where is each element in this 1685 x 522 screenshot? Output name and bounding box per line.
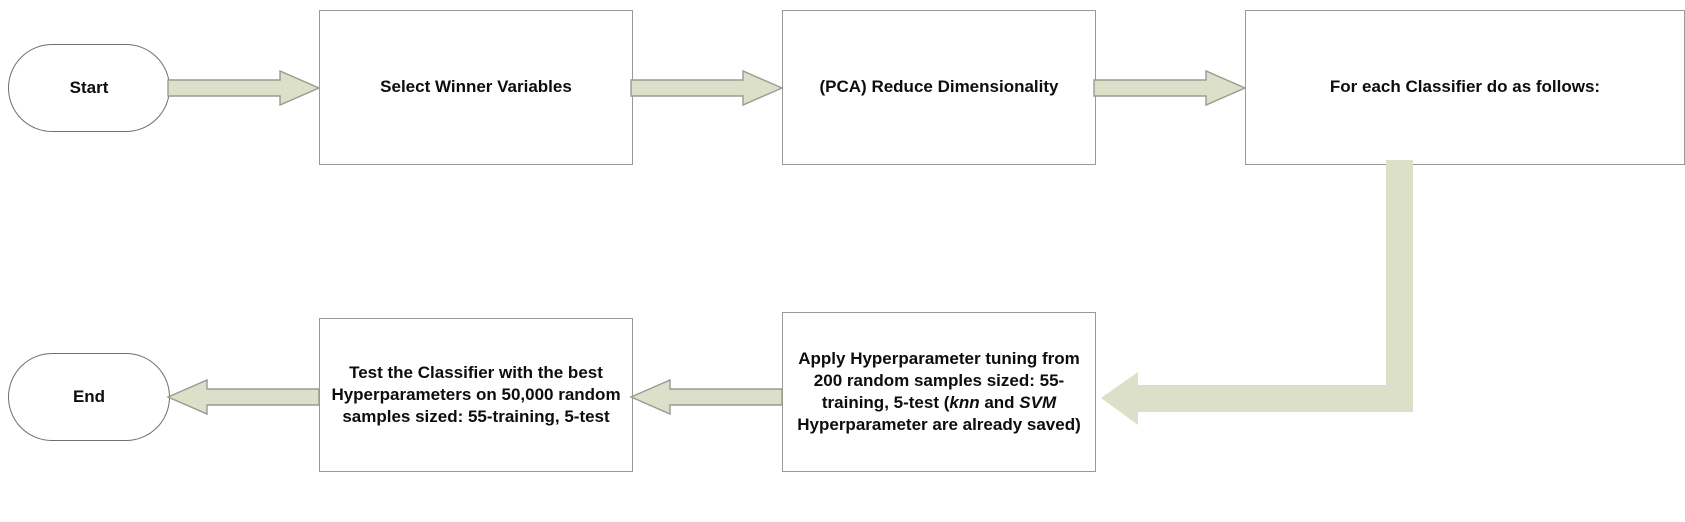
node-test-classifier-label: Test the Classifier with the best Hyperp… <box>331 362 621 427</box>
connector-foreach-to-apply <box>1101 160 1413 425</box>
connector-apply-to-test <box>629 378 783 416</box>
block-arrow-right-icon <box>630 69 784 107</box>
connector-select-to-pca <box>630 69 784 107</box>
elbow-arrowhead-left-icon <box>1101 372 1138 425</box>
node-apply-tuning[interactable]: Apply Hyperparameter tuning from 200 ran… <box>782 312 1096 472</box>
node-select-variables-label: Select Winner Variables <box>380 77 572 97</box>
node-end[interactable]: End <box>8 353 170 441</box>
connector-pca-to-foreach <box>1093 69 1247 107</box>
block-arrow-left-icon <box>629 378 783 416</box>
node-for-each-classifier-label: For each Classifier do as follows: <box>1329 77 1601 97</box>
node-for-each-classifier[interactable]: For each Classifier do as follows: <box>1245 10 1685 165</box>
block-arrow-right-icon <box>167 69 321 107</box>
block-arrow-left-icon <box>166 378 320 416</box>
connector-test-to-end <box>166 378 320 416</box>
node-pca-label: (PCA) Reduce Dimensionality <box>819 77 1059 97</box>
elbow-vertical-segment <box>1386 160 1413 412</box>
elbow-horizontal-segment <box>1138 385 1413 412</box>
node-pca[interactable]: (PCA) Reduce Dimensionality <box>782 10 1096 165</box>
node-apply-tuning-label: Apply Hyperparameter tuning from 200 ran… <box>797 348 1081 435</box>
node-end-label: End <box>72 386 106 406</box>
block-arrow-right-icon <box>1093 69 1247 107</box>
node-start-label: Start <box>69 77 109 97</box>
node-select-variables[interactable]: Select Winner Variables <box>319 10 633 165</box>
connector-start-to-select <box>167 69 321 107</box>
node-test-classifier[interactable]: Test the Classifier with the best Hyperp… <box>319 318 633 472</box>
node-start[interactable]: Start <box>8 44 170 132</box>
